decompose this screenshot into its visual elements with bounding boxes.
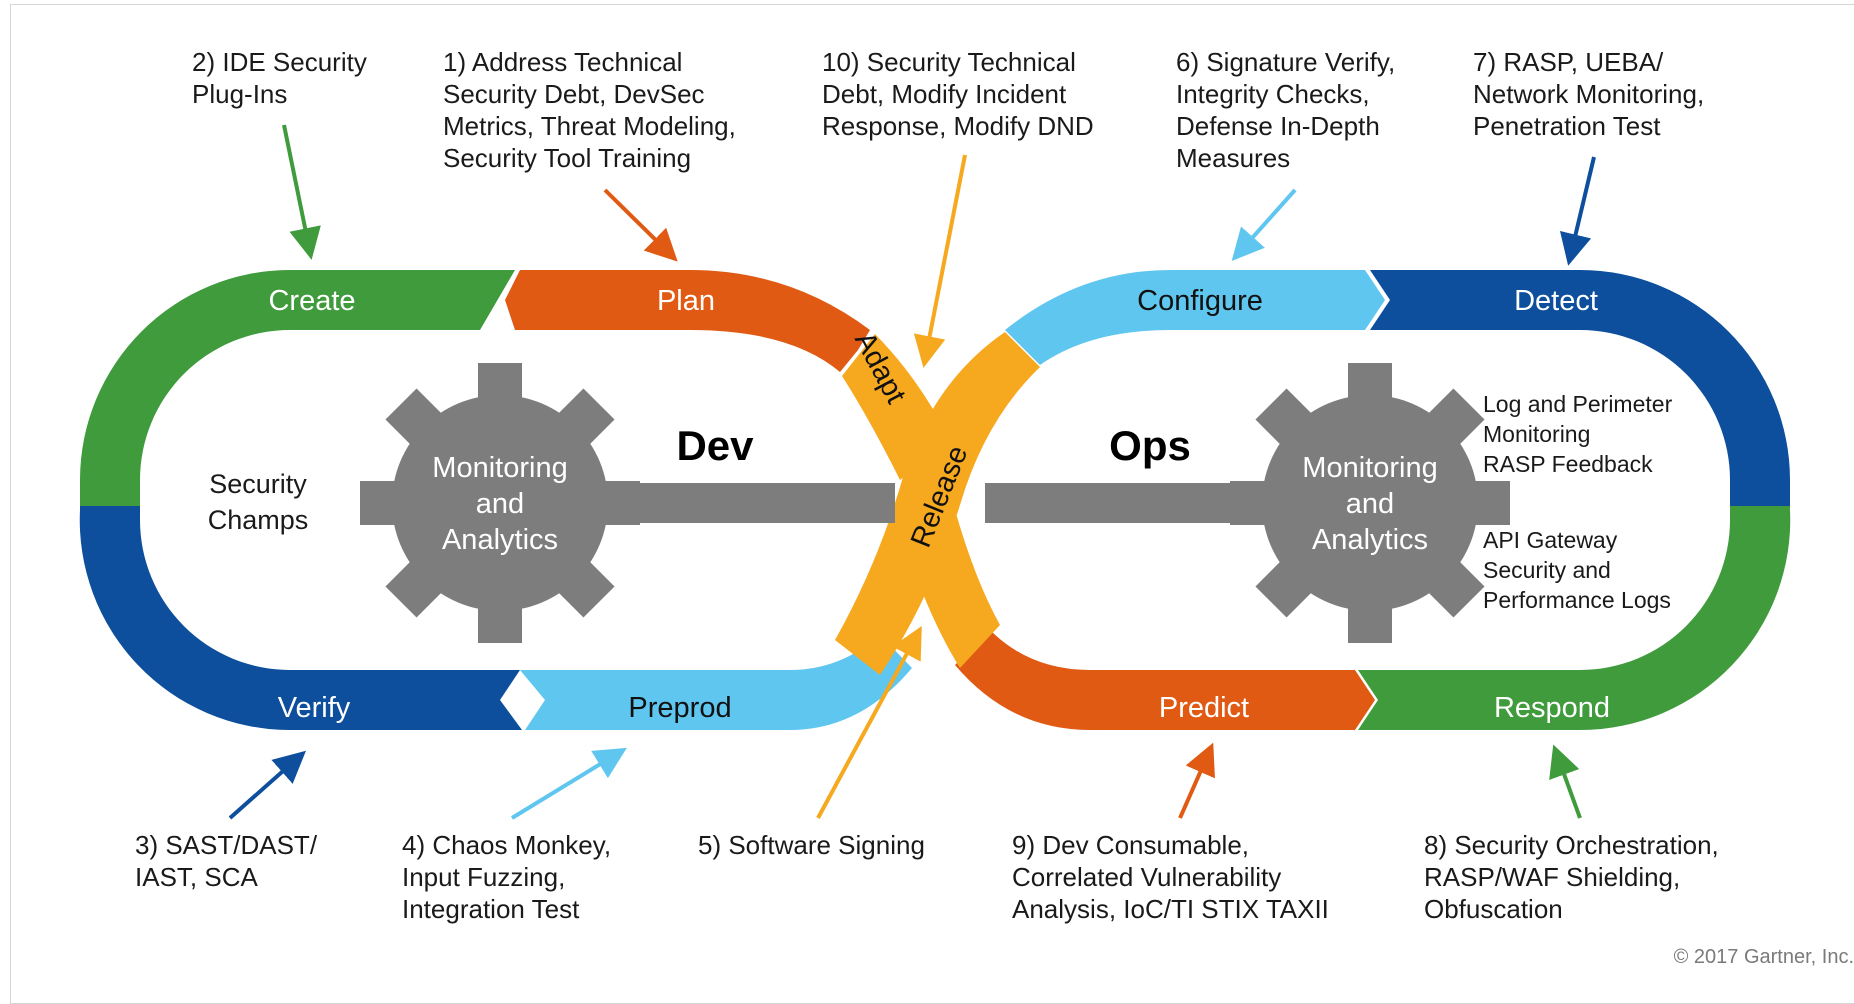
copyright: © 2017 Gartner, Inc. xyxy=(1673,946,1854,968)
segment-predict xyxy=(955,630,1375,730)
devsecops-diagram: Create Plan Verify Preprod Configure Det… xyxy=(10,4,1854,1004)
annotation-10: 10) Security Technical Debt, Modify Inci… xyxy=(822,47,1094,141)
gear-right-line1: Monitoring xyxy=(1302,452,1437,484)
segment-respond xyxy=(1358,506,1791,731)
label-respond: Respond xyxy=(1494,692,1610,724)
gear-right xyxy=(1230,363,1510,643)
label-configure: Configure xyxy=(1137,285,1263,317)
segment-detect xyxy=(1370,270,1790,506)
annotation-7: 7) RASP, UEBA/ Network Monitoring, Penet… xyxy=(1473,47,1705,141)
security-champs-line2: Champs xyxy=(208,505,309,535)
label-create: Create xyxy=(268,285,355,317)
ops-top-line2: Monitoring xyxy=(1483,421,1590,447)
arrow-5 xyxy=(816,625,922,819)
annotation-9: 9) Dev Consumable, Correlated Vulnerabil… xyxy=(1012,830,1329,924)
label-verify: Verify xyxy=(278,692,351,724)
arrow-10 xyxy=(913,154,967,368)
gear-left-line2: and xyxy=(476,488,524,520)
segment-plan xyxy=(505,270,870,372)
label-dev: Dev xyxy=(676,422,754,469)
segment-create xyxy=(80,270,515,506)
ops-top-line3: RASP Feedback xyxy=(1483,451,1653,477)
arrow-6 xyxy=(1231,188,1297,261)
infinity-loop-graphic: Create Plan Verify Preprod Configure Det… xyxy=(79,124,1791,820)
annotation-2: 2) IDE Security Plug-Ins xyxy=(192,47,367,109)
gear-left-line1: Monitoring xyxy=(432,452,567,484)
ops-bottom-line2: Security and xyxy=(1483,557,1611,583)
gear-right-line2: and xyxy=(1346,488,1394,520)
arrow-3 xyxy=(228,750,306,820)
arrow-8 xyxy=(1549,744,1582,819)
segment-release xyxy=(835,332,1040,675)
segment-preprod xyxy=(520,635,912,730)
ops-bottom-line1: API Gateway xyxy=(1483,527,1618,553)
annotation-5: 5) Software Signing xyxy=(698,830,925,860)
label-ops: Ops xyxy=(1109,422,1191,469)
segment-configure xyxy=(1005,270,1385,365)
arrow-9 xyxy=(1178,742,1215,819)
ops-top-line1: Log and Perimeter xyxy=(1483,391,1673,417)
label-preprod: Preprod xyxy=(628,692,731,724)
arrow-2 xyxy=(282,124,321,260)
annotation-6: 6) Signature Verify, Integrity Checks, D… xyxy=(1176,47,1396,173)
segment-verify xyxy=(79,506,522,731)
annotation-1: 1) Address Technical Security Debt, DevS… xyxy=(443,47,736,173)
segment-crossing-lower xyxy=(905,510,1000,668)
annotation-3: 3) SAST/DAST/ IAST, SCA xyxy=(135,830,318,892)
label-predict: Predict xyxy=(1159,692,1249,724)
annotation-8: 8) Security Orchestration, RASP/WAF Shie… xyxy=(1424,830,1719,924)
security-champs-line1: Security xyxy=(209,469,307,499)
gear-right-line3: Analytics xyxy=(1312,524,1428,556)
arrow-1 xyxy=(603,188,678,262)
annotation-4: 4) Chaos Monkey, Input Fuzzing, Integrat… xyxy=(402,830,612,924)
label-plan: Plan xyxy=(657,285,715,317)
arrow-4 xyxy=(510,747,627,820)
ops-bottom-line3: Performance Logs xyxy=(1483,587,1671,613)
arrow-7 xyxy=(1559,156,1596,266)
gear-left-line3: Analytics xyxy=(442,524,558,556)
label-detect: Detect xyxy=(1514,285,1598,317)
gear-left xyxy=(360,363,640,643)
